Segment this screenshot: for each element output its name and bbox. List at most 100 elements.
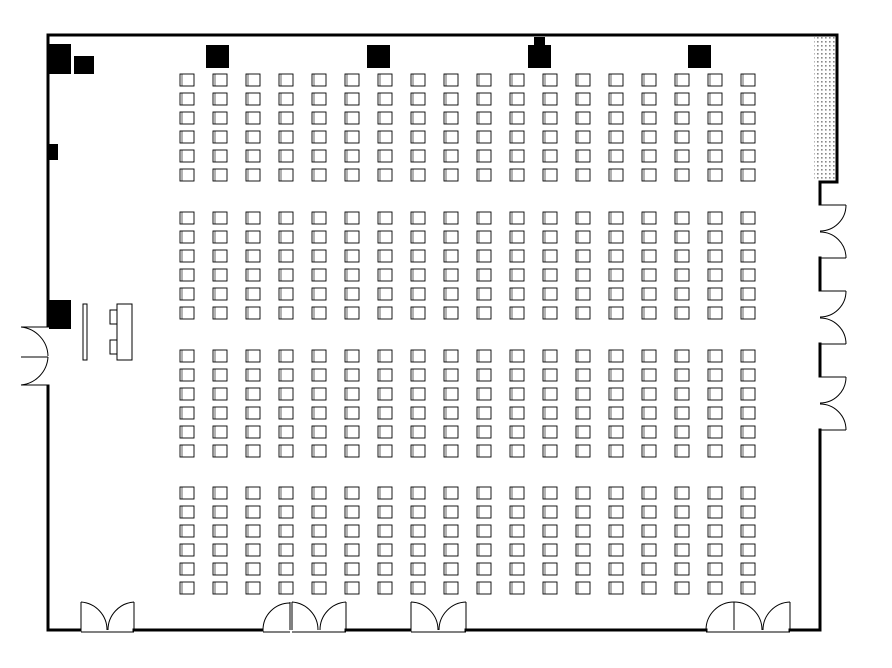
seat bbox=[740, 486, 756, 500]
seat bbox=[575, 406, 591, 420]
seat bbox=[278, 306, 294, 320]
seat bbox=[311, 387, 327, 401]
seat bbox=[740, 149, 756, 163]
seat bbox=[575, 486, 591, 500]
seat bbox=[278, 406, 294, 420]
seat bbox=[311, 111, 327, 125]
seat bbox=[179, 368, 195, 382]
seat bbox=[674, 562, 690, 576]
seat bbox=[443, 524, 459, 538]
seat bbox=[344, 368, 360, 382]
seat bbox=[344, 543, 360, 557]
seat bbox=[740, 130, 756, 144]
seat bbox=[575, 92, 591, 106]
seat bbox=[443, 249, 459, 263]
seat bbox=[410, 505, 426, 519]
seat bbox=[641, 349, 657, 363]
column bbox=[49, 300, 71, 329]
seat bbox=[377, 406, 393, 420]
seat bbox=[245, 111, 261, 125]
seat bbox=[740, 73, 756, 87]
seat bbox=[542, 505, 558, 519]
seat bbox=[674, 406, 690, 420]
door-bottom bbox=[291, 601, 347, 633]
seat bbox=[641, 130, 657, 144]
column bbox=[206, 45, 229, 68]
seat bbox=[509, 425, 525, 439]
seat bbox=[641, 562, 657, 576]
seat bbox=[212, 287, 228, 301]
seat bbox=[410, 130, 426, 144]
seat bbox=[179, 406, 195, 420]
seat bbox=[740, 168, 756, 182]
seat bbox=[707, 524, 723, 538]
door-bottom bbox=[705, 601, 791, 633]
seat bbox=[278, 349, 294, 363]
seat bbox=[575, 306, 591, 320]
seat bbox=[674, 73, 690, 87]
seat bbox=[410, 306, 426, 320]
seat bbox=[410, 581, 426, 595]
seat bbox=[410, 149, 426, 163]
seating bbox=[179, 73, 756, 595]
seat bbox=[443, 92, 459, 106]
seat bbox=[641, 406, 657, 420]
seat bbox=[377, 562, 393, 576]
seat bbox=[608, 130, 624, 144]
column bbox=[74, 56, 94, 74]
seat bbox=[443, 349, 459, 363]
seat bbox=[278, 425, 294, 439]
seat bbox=[707, 73, 723, 87]
seat bbox=[410, 168, 426, 182]
seat bbox=[608, 505, 624, 519]
seat bbox=[344, 249, 360, 263]
seat bbox=[707, 368, 723, 382]
seat bbox=[443, 73, 459, 87]
seat bbox=[542, 268, 558, 282]
seat bbox=[674, 230, 690, 244]
seat bbox=[575, 581, 591, 595]
seat bbox=[674, 387, 690, 401]
seat bbox=[542, 349, 558, 363]
seat bbox=[179, 92, 195, 106]
seat bbox=[641, 287, 657, 301]
seat bbox=[212, 111, 228, 125]
seat bbox=[608, 524, 624, 538]
hatched-service-area bbox=[814, 37, 836, 181]
seat bbox=[245, 130, 261, 144]
seat bbox=[542, 73, 558, 87]
seat bbox=[377, 168, 393, 182]
seat bbox=[509, 73, 525, 87]
seat bbox=[410, 349, 426, 363]
seat bbox=[179, 425, 195, 439]
seat bbox=[509, 387, 525, 401]
seat bbox=[377, 306, 393, 320]
seat bbox=[311, 505, 327, 519]
seat bbox=[212, 230, 228, 244]
seat bbox=[740, 425, 756, 439]
seat bbox=[344, 524, 360, 538]
seat bbox=[311, 230, 327, 244]
seat bbox=[509, 92, 525, 106]
seat bbox=[608, 149, 624, 163]
seat bbox=[542, 92, 558, 106]
seat bbox=[641, 149, 657, 163]
seat bbox=[674, 149, 690, 163]
seat bbox=[344, 211, 360, 225]
seat bbox=[410, 268, 426, 282]
door-right bbox=[819, 376, 847, 431]
seat bbox=[575, 73, 591, 87]
seat bbox=[608, 287, 624, 301]
seat bbox=[278, 444, 294, 458]
seat bbox=[443, 425, 459, 439]
seat bbox=[674, 505, 690, 519]
seat bbox=[608, 387, 624, 401]
seat bbox=[542, 486, 558, 500]
seat bbox=[278, 486, 294, 500]
seat bbox=[179, 287, 195, 301]
seat bbox=[443, 543, 459, 557]
seat bbox=[509, 406, 525, 420]
seat bbox=[245, 73, 261, 87]
seat bbox=[641, 111, 657, 125]
seat bbox=[245, 368, 261, 382]
